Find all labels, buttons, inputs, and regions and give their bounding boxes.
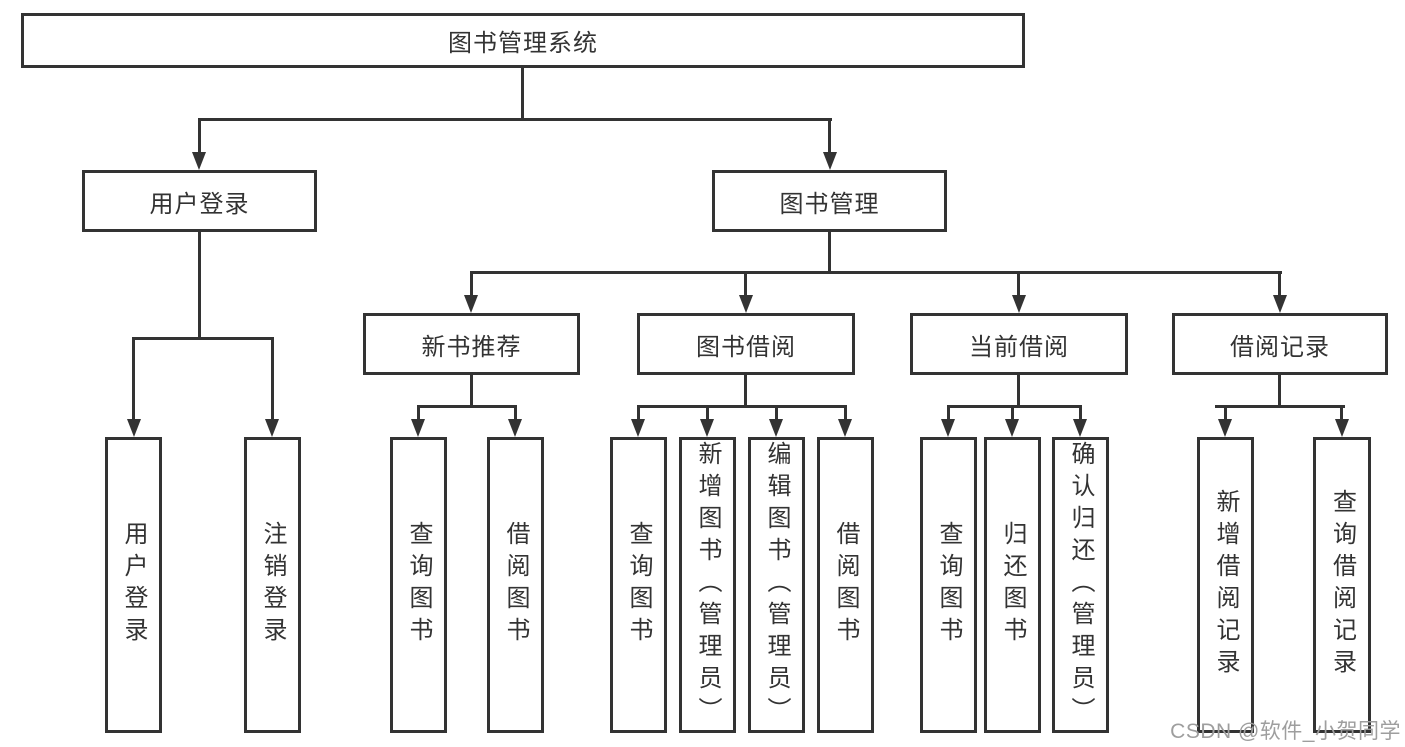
connector-line [198, 118, 832, 121]
leaf-label: 查询图书 [405, 521, 432, 649]
arrow-down-icon [739, 295, 753, 313]
connector-line [828, 232, 831, 274]
leaf-user-login: 用户登录 [105, 437, 162, 733]
leaf-edit-book-admin: 编辑图书（管理员） [748, 437, 805, 733]
arrow-down-icon [508, 419, 522, 437]
leaf-add-book-admin: 新增图书（管理员） [679, 437, 736, 733]
leaf-label: 确认归还（管理员） [1067, 441, 1094, 729]
arrow-down-icon [1218, 419, 1232, 437]
connector-line [706, 405, 709, 425]
leaf-query-books-borrowing: 查询图书 [610, 437, 667, 733]
connector-line [1278, 375, 1281, 408]
arrow-down-icon [838, 419, 852, 437]
leaf-label: 编辑图书（管理员） [763, 441, 790, 729]
connector-line [521, 68, 524, 121]
connector-line [744, 375, 747, 408]
leaf-label: 注销登录 [259, 521, 286, 649]
node-current-borrowing: 当前借阅 [910, 313, 1128, 375]
arrow-down-icon [769, 419, 783, 437]
leaf-label: 查询图书 [625, 521, 652, 649]
arrow-down-icon [823, 152, 837, 170]
leaf-borrow-books-borrowing: 借阅图书 [817, 437, 874, 733]
connector-line [1224, 405, 1227, 425]
connector-line [198, 232, 201, 340]
leaf-label: 新增借阅记录 [1212, 489, 1239, 681]
connector-line [514, 405, 517, 425]
watermark: CSDN @软件_小贺同学 [1170, 720, 1401, 743]
connector-line [470, 271, 1282, 274]
node-user-login-group: 用户登录 [82, 170, 317, 232]
leaf-label: 借阅图书 [832, 521, 859, 649]
arrow-down-icon [1335, 419, 1349, 437]
arrow-down-icon [700, 419, 714, 437]
connector-line [271, 337, 274, 425]
arrow-down-icon [941, 419, 955, 437]
connector-line [1017, 375, 1020, 408]
connector-line [470, 375, 473, 408]
node-borrow-records: 借阅记录 [1172, 313, 1388, 375]
connector-line [947, 405, 950, 425]
connector-line [1215, 405, 1345, 408]
arrow-down-icon [1273, 295, 1287, 313]
connector-line [417, 405, 517, 408]
leaf-query-borrow-record: 查询借阅记录 [1313, 437, 1371, 733]
connector-line [828, 118, 831, 156]
node-root: 图书管理系统 [21, 13, 1025, 68]
node-new-book-recommend: 新书推荐 [363, 313, 580, 375]
node-book-management: 图书管理 [712, 170, 947, 232]
connector-line [637, 405, 640, 425]
connector-line [198, 118, 201, 156]
connector-line [1278, 274, 1281, 300]
leaf-confirm-return-admin: 确认归还（管理员） [1052, 437, 1109, 733]
arrow-down-icon [192, 152, 206, 170]
leaf-query-books-current: 查询图书 [920, 437, 977, 733]
leaf-label: 查询借阅记录 [1328, 489, 1356, 681]
connector-line [1079, 405, 1082, 425]
connector-line [1017, 274, 1020, 300]
leaf-logout: 注销登录 [244, 437, 301, 733]
connector-line [417, 405, 420, 425]
arrow-down-icon [1012, 295, 1026, 313]
arrow-down-icon [464, 295, 478, 313]
connector-line [470, 274, 473, 300]
arrow-down-icon [1073, 419, 1087, 437]
leaf-label: 用户登录 [120, 521, 147, 649]
connector-line [1340, 405, 1343, 425]
connector-line [637, 405, 847, 408]
leaf-borrow-books-recommend: 借阅图书 [487, 437, 544, 733]
leaf-label: 借阅图书 [502, 521, 529, 649]
arrow-down-icon [411, 419, 425, 437]
connector-line [132, 337, 135, 425]
connector-line [844, 405, 847, 425]
arrow-down-icon [127, 419, 141, 437]
connector-line [947, 405, 1082, 408]
leaf-label: 查询图书 [935, 521, 962, 649]
connector-line [132, 337, 274, 340]
connector-line [744, 274, 747, 300]
leaf-return-book: 归还图书 [984, 437, 1041, 733]
arrow-down-icon [1005, 419, 1019, 437]
arrow-down-icon [265, 419, 279, 437]
connector-line [775, 405, 778, 425]
connector-line [1011, 405, 1014, 425]
leaf-label: 归还图书 [999, 521, 1026, 649]
arrow-down-icon [631, 419, 645, 437]
leaf-query-books-recommend: 查询图书 [390, 437, 447, 733]
node-book-borrowing: 图书借阅 [637, 313, 855, 375]
leaf-label: 新增图书（管理员） [694, 441, 721, 729]
leaf-add-borrow-record: 新增借阅记录 [1197, 437, 1254, 733]
